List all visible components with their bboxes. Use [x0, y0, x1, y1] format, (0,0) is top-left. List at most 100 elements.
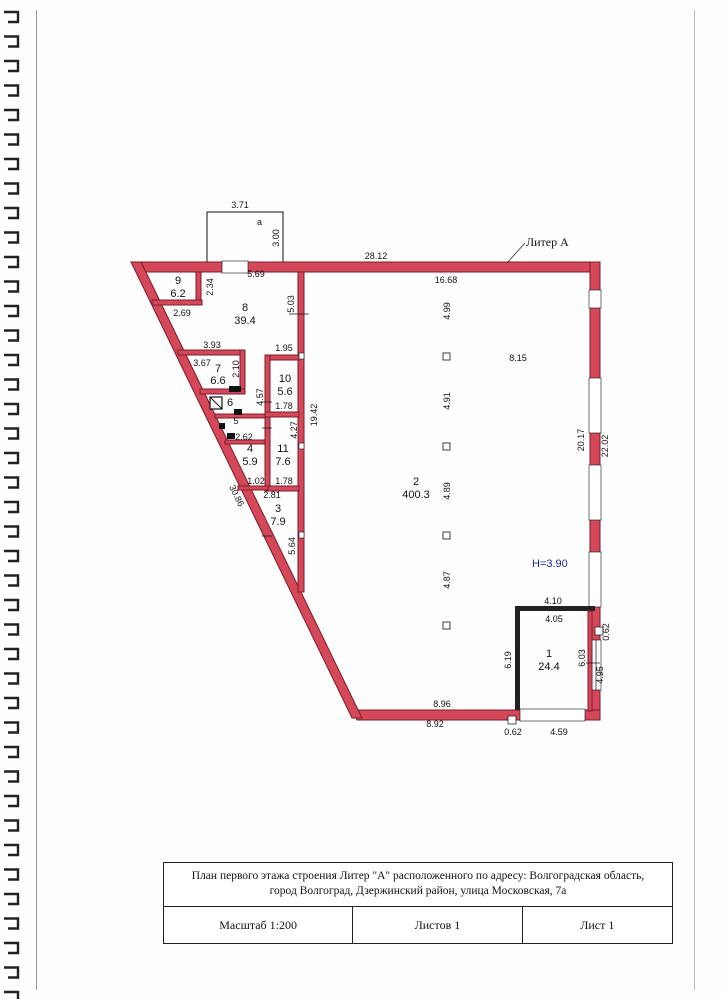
- dim-label: 4.27: [289, 421, 299, 439]
- title-block-footer: Масштаб 1:200 Листов 1 Лист 1: [164, 907, 672, 943]
- binding-ring: [4, 819, 20, 832]
- binding-ring: [4, 598, 20, 612]
- columns: [298, 352, 451, 630]
- dim-label: 22.02: [600, 435, 610, 458]
- room-area: 400.3: [402, 489, 430, 501]
- dim-label: 1.78: [275, 476, 293, 486]
- binding-ring: [4, 500, 20, 514]
- binding-ring: [4, 843, 20, 857]
- binding-ring: [4, 10, 20, 24]
- binding-ring: [4, 329, 20, 342]
- room-number: 11: [277, 443, 288, 455]
- binding-ring: [4, 745, 20, 759]
- binding-ring: [4, 427, 20, 440]
- dim-label: 4.59: [550, 727, 568, 737]
- inner-walls: [151, 271, 595, 712]
- outer-walls: [130, 261, 601, 721]
- sheets-count-cell: Листов 1: [353, 907, 523, 943]
- title-line-2: город Волгоград, Дзержинский район, улиц…: [269, 885, 567, 897]
- binding-ring: [4, 696, 20, 710]
- binding-ring: [4, 255, 20, 269]
- dim-label: 4.10: [544, 596, 562, 606]
- binding-ring: [4, 402, 20, 416]
- binding-ring: [4, 917, 20, 930]
- title-block: План первого этажа строения Литер "А" ра…: [163, 862, 673, 944]
- binding-ring: [4, 84, 20, 97]
- dim-label: 28.12: [365, 251, 388, 261]
- binding-ring: [4, 892, 20, 906]
- binding-ring: [4, 451, 20, 465]
- binding-ring: [4, 157, 20, 171]
- title-line-1: План первого этажа строения Литер "А" ра…: [191, 870, 645, 882]
- room-area: 5.6: [277, 386, 292, 398]
- dim-label: 16.68: [435, 275, 458, 285]
- dim-label: 0.62: [601, 623, 611, 641]
- binding-ring: [4, 231, 20, 244]
- binding-ring: [4, 672, 20, 685]
- binding-ring: [4, 990, 20, 999]
- binding-ring: [4, 133, 20, 146]
- dim-label: 3.00: [271, 229, 281, 247]
- room-area: 5.9: [242, 456, 257, 468]
- room-number: 1: [546, 648, 552, 660]
- room-number: 5: [233, 416, 238, 426]
- dim-label: 6.03: [577, 649, 587, 667]
- binding-ring: [4, 280, 20, 293]
- annex-outline: [206, 211, 284, 263]
- dim-label: 2.62: [235, 432, 253, 442]
- binding-ring: [4, 770, 20, 783]
- room-labels: 1 24.4 2 400.3 3 7.9 4 5.9 5 6 7 6.6 8 3…: [170, 275, 559, 673]
- annex-label: а: [257, 217, 262, 227]
- binding-ring: [4, 353, 20, 367]
- dim-label: 1.78: [275, 401, 293, 411]
- room-number: 6: [227, 397, 233, 409]
- binding-ring: [4, 549, 20, 563]
- dim-label: 1.95: [275, 343, 293, 353]
- dim-label: 3.67: [193, 358, 211, 368]
- height-label: H=3.90: [532, 558, 568, 570]
- dim-label: 20.17: [576, 429, 586, 452]
- binding-ring: [4, 868, 20, 881]
- floor-plan: .w { fill: #d4485a; stroke: #7a1c2a; str…: [130, 200, 611, 737]
- dim-label: 8.92: [426, 719, 444, 729]
- binding-ring: [4, 966, 20, 979]
- binding-ring: [4, 941, 20, 955]
- dim-label: 2.10: [231, 360, 241, 378]
- room-area: 24.4: [538, 661, 559, 673]
- room-area: 6.2: [170, 288, 185, 300]
- dim-label: 2.34: [205, 278, 215, 296]
- room-area: 7.6: [275, 456, 290, 468]
- room-area: 6.6: [210, 375, 225, 387]
- binding-ring: [4, 182, 20, 195]
- liter-label: Литер А: [526, 235, 569, 249]
- dim-label: 3.71: [231, 200, 249, 210]
- fixtures: [209, 386, 604, 725]
- dim-label: 6.19: [503, 651, 513, 669]
- room-area: 39.4: [234, 315, 255, 327]
- binding-ring: [4, 623, 20, 636]
- room-number: 7: [215, 363, 221, 375]
- dim-label: 0.62: [504, 727, 522, 737]
- binding-ring: [4, 476, 20, 489]
- dim-label: 5.69: [247, 269, 265, 279]
- binding-ring: [4, 35, 20, 48]
- dim-label: 1.02: [247, 476, 265, 486]
- dim-label: 4.87: [442, 571, 452, 589]
- binding-ring: [4, 525, 20, 538]
- dim-label: 8.96: [433, 699, 451, 709]
- binding-ring: [4, 108, 20, 122]
- dim-label: 5.64: [287, 537, 297, 555]
- dim-label: 4.99: [442, 302, 452, 320]
- binding-ring: [4, 647, 20, 661]
- binding-ring: [4, 574, 20, 587]
- binding-ring: [4, 206, 20, 220]
- binding-ring: [4, 304, 20, 318]
- dim-label: 4.89: [442, 482, 452, 500]
- door-markers: [262, 313, 600, 698]
- binding-ring: [4, 721, 20, 734]
- dim-label: 19.42: [309, 404, 319, 427]
- room-number: 8: [242, 302, 248, 314]
- dim-label: 4.91: [442, 392, 452, 410]
- dim-label: 4.57: [255, 388, 265, 406]
